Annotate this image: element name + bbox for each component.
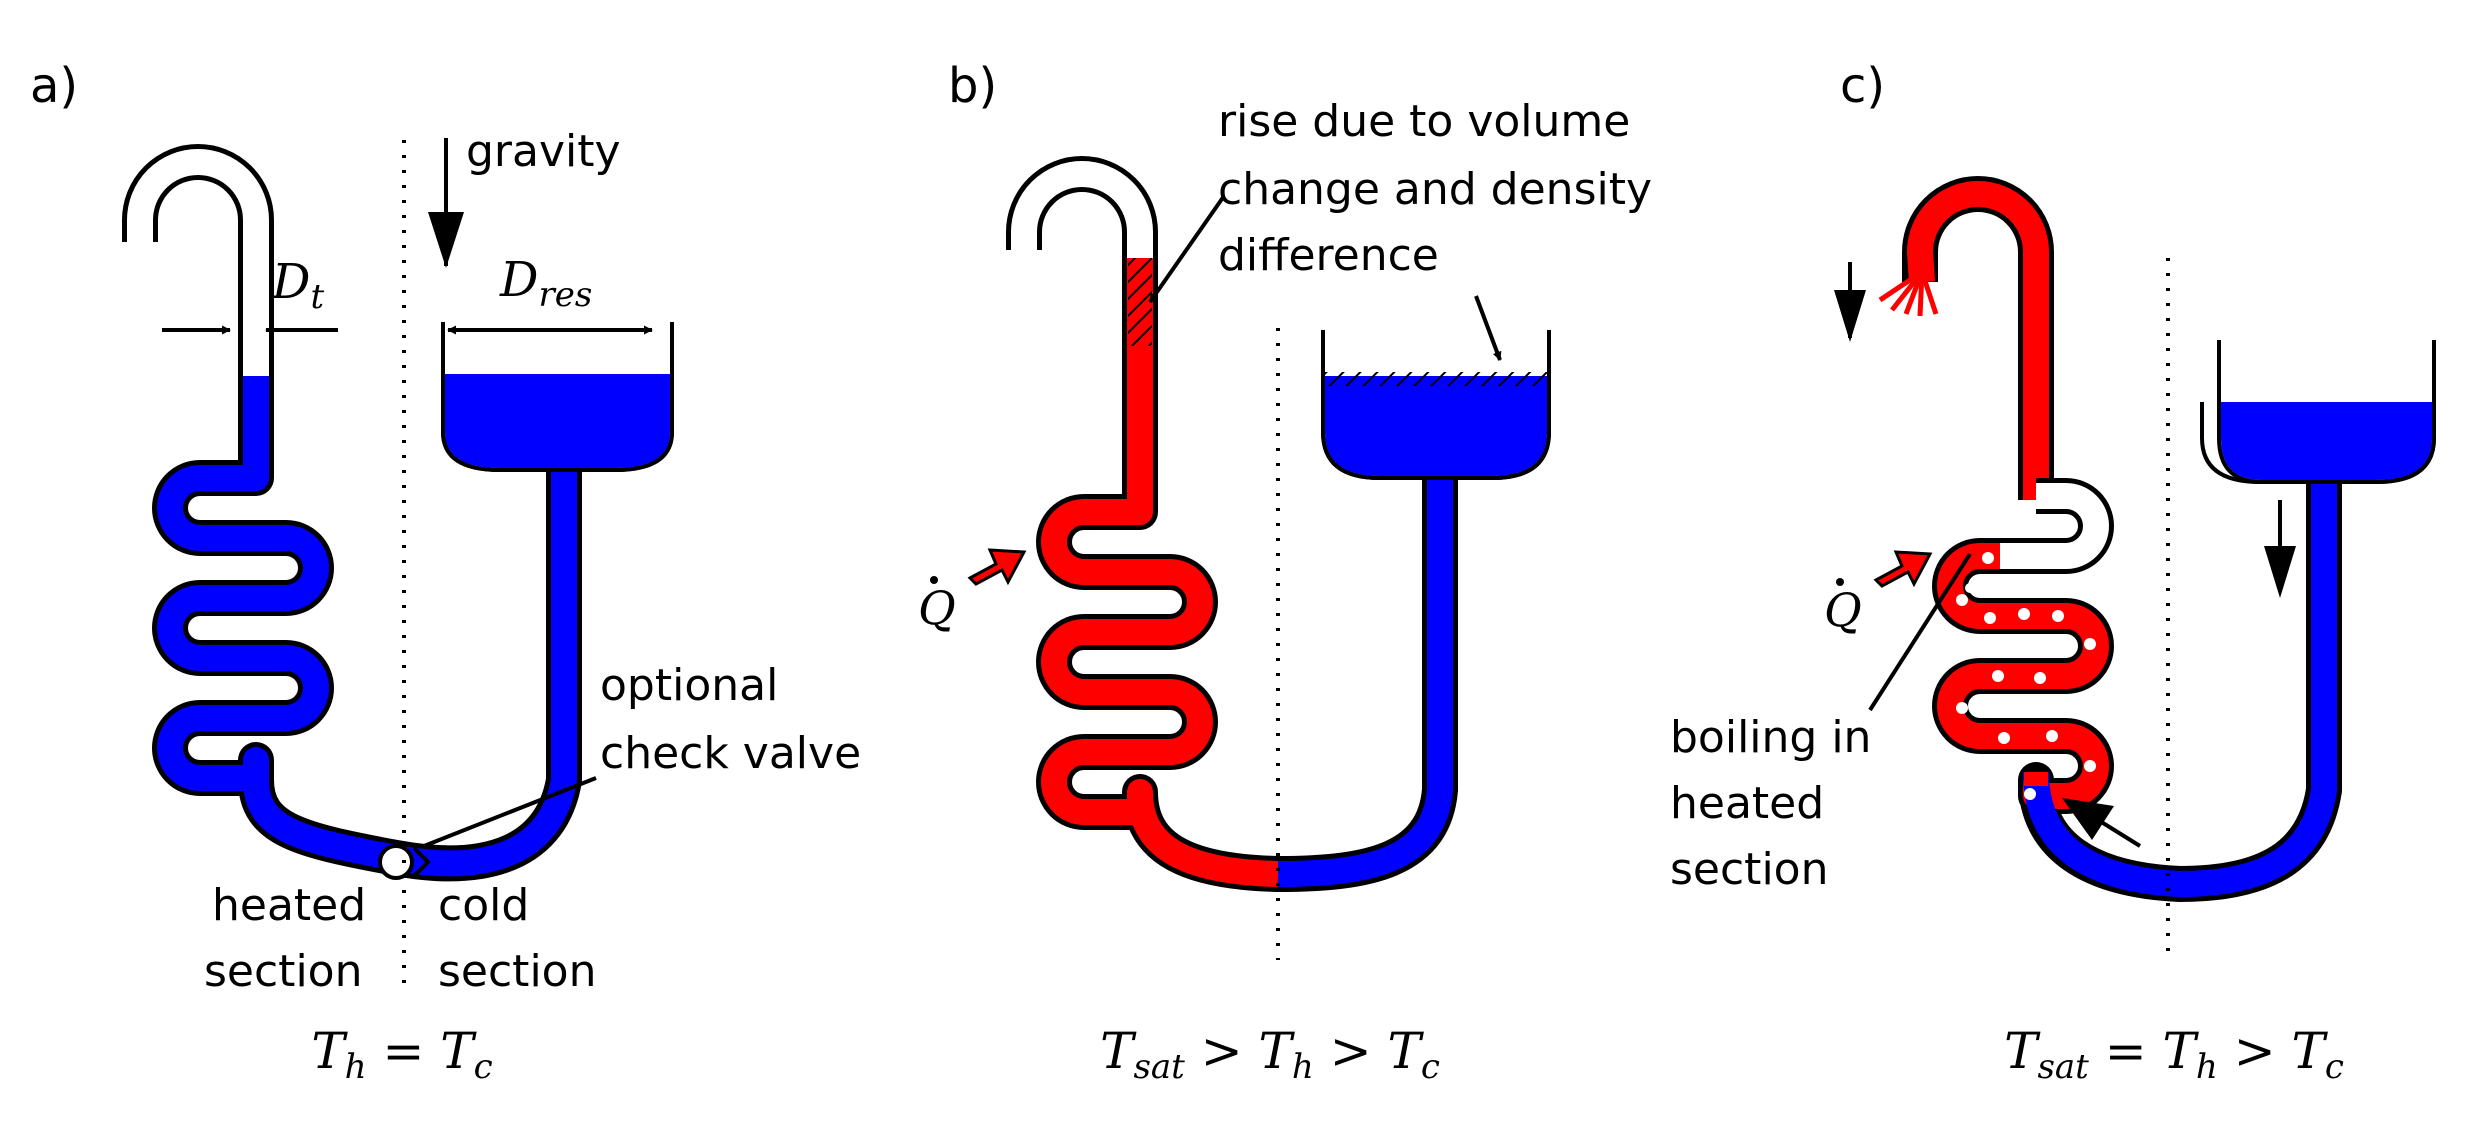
tube-c-hook-outline	[1902, 176, 2054, 500]
flow-down-arrowhead-icon	[2264, 546, 2296, 598]
tube-b-hot-liquid	[1041, 258, 1279, 887]
boiling-note-1: boiling in	[1670, 712, 1871, 763]
check-valve-icon	[378, 844, 414, 880]
tube-c-hot-liquid	[1937, 543, 2109, 809]
condition-operator: >	[2218, 1022, 2292, 1080]
condition-c: Tsat​ = Th​ > Tc​	[2004, 1022, 2344, 1087]
tube-a-liquid	[157, 376, 577, 877]
condition-operator: >	[1185, 1022, 1259, 1080]
panel-a-letter: a)	[30, 58, 78, 114]
panel-c: c) Q	[1670, 58, 2436, 1087]
rise-arrow	[1148, 194, 1226, 304]
tube-hook-empty	[127, 149, 269, 380]
reservoir-b-hatch	[1325, 372, 1547, 386]
reservoir-a-liquid	[445, 374, 670, 468]
condition-b: Tsat​ > Th​ > Tc​	[1100, 1022, 1440, 1087]
bubbles	[1956, 546, 2096, 800]
reservoir-b-liquid	[1325, 376, 1547, 476]
check-valve-leader	[423, 776, 597, 848]
heat-dot-c	[1836, 578, 1844, 586]
flow-return-arrowhead-icon	[2062, 798, 2114, 840]
spray-icon	[1878, 269, 1939, 317]
rise-note-1: rise due to volume	[1218, 96, 1630, 147]
tube-c-cold-liquid	[2023, 484, 2337, 898]
check-valve-arrow-icon	[412, 846, 431, 878]
tube-b-hook-empty	[1011, 161, 1153, 266]
panel-b-letter: b)	[948, 58, 997, 114]
condition-a: Th​ = Tc​	[311, 1022, 492, 1087]
reservoir-c-liquid	[2221, 402, 2432, 480]
tube-b-cold-liquid	[1277, 478, 1453, 887]
condition-symbol: T	[2163, 1022, 2200, 1080]
heat-arrow-b-icon	[967, 548, 1027, 586]
cold-section-label-1: cold	[438, 880, 529, 931]
condition-symbol: T	[1100, 1022, 1137, 1080]
rise-hatch	[1128, 258, 1152, 346]
condition-subscript: c	[474, 1047, 493, 1087]
condition-symbol: T	[1259, 1022, 1296, 1080]
panel-b: b) rise due to volume change and density…	[918, 58, 1652, 1087]
heat-label-c: Q	[1824, 583, 1862, 637]
boiling-note-3: section	[1670, 844, 1828, 895]
condition-operator: >	[1314, 1022, 1388, 1080]
condition-operator: =	[2089, 1022, 2163, 1080]
gravity-label: gravity	[466, 126, 621, 177]
condition-subscript: h	[345, 1047, 367, 1087]
condition-symbol: T	[1387, 1022, 1424, 1080]
heat-label-b: Q	[918, 581, 956, 635]
check-valve-label-2: check valve	[600, 728, 861, 779]
condition-symbol: T	[2004, 1022, 2041, 1080]
condition-symbol: T	[311, 1022, 348, 1080]
condition-subscript: c	[2325, 1047, 2344, 1087]
condition-subscript: sat	[1133, 1047, 1185, 1087]
boiling-leader	[1868, 552, 1972, 712]
dt-label: Dt	[271, 254, 324, 317]
check-valve-label-1: optional	[600, 660, 778, 711]
panel-c-letter: c)	[1840, 58, 1885, 114]
condition-subscript: h	[1292, 1047, 1314, 1087]
rise-note-3: difference	[1218, 230, 1439, 281]
condition-symbol: T	[2291, 1022, 2328, 1080]
condition-operator: =	[367, 1022, 441, 1080]
condition-subscript: c	[1421, 1047, 1440, 1087]
condition-subscript: sat	[2037, 1047, 2089, 1087]
heat-dot-b	[930, 576, 938, 584]
heat-arrow-c-icon	[1873, 550, 1933, 588]
heated-section-label-1: heated	[212, 880, 366, 931]
gravity-arrowhead-icon	[428, 212, 464, 268]
boiling-note-2: heated	[1670, 778, 1824, 829]
reservoir-rise-arrow	[1474, 295, 1502, 361]
heated-section-label-2: section	[204, 946, 362, 997]
rise-note-2: change and density	[1218, 164, 1652, 215]
cold-section-label-2: section	[438, 946, 596, 997]
drip-arrowhead-icon	[1834, 290, 1866, 342]
tube-c-hook-liquid	[1906, 181, 2049, 500]
dres-label: Dres	[499, 252, 592, 315]
condition-symbol: T	[440, 1022, 477, 1080]
tube-c-vapor	[1996, 483, 2109, 569]
panel-a: a) optional check valve gravity Dt Dres …	[30, 58, 861, 1087]
condition-subscript: h	[2196, 1047, 2218, 1087]
